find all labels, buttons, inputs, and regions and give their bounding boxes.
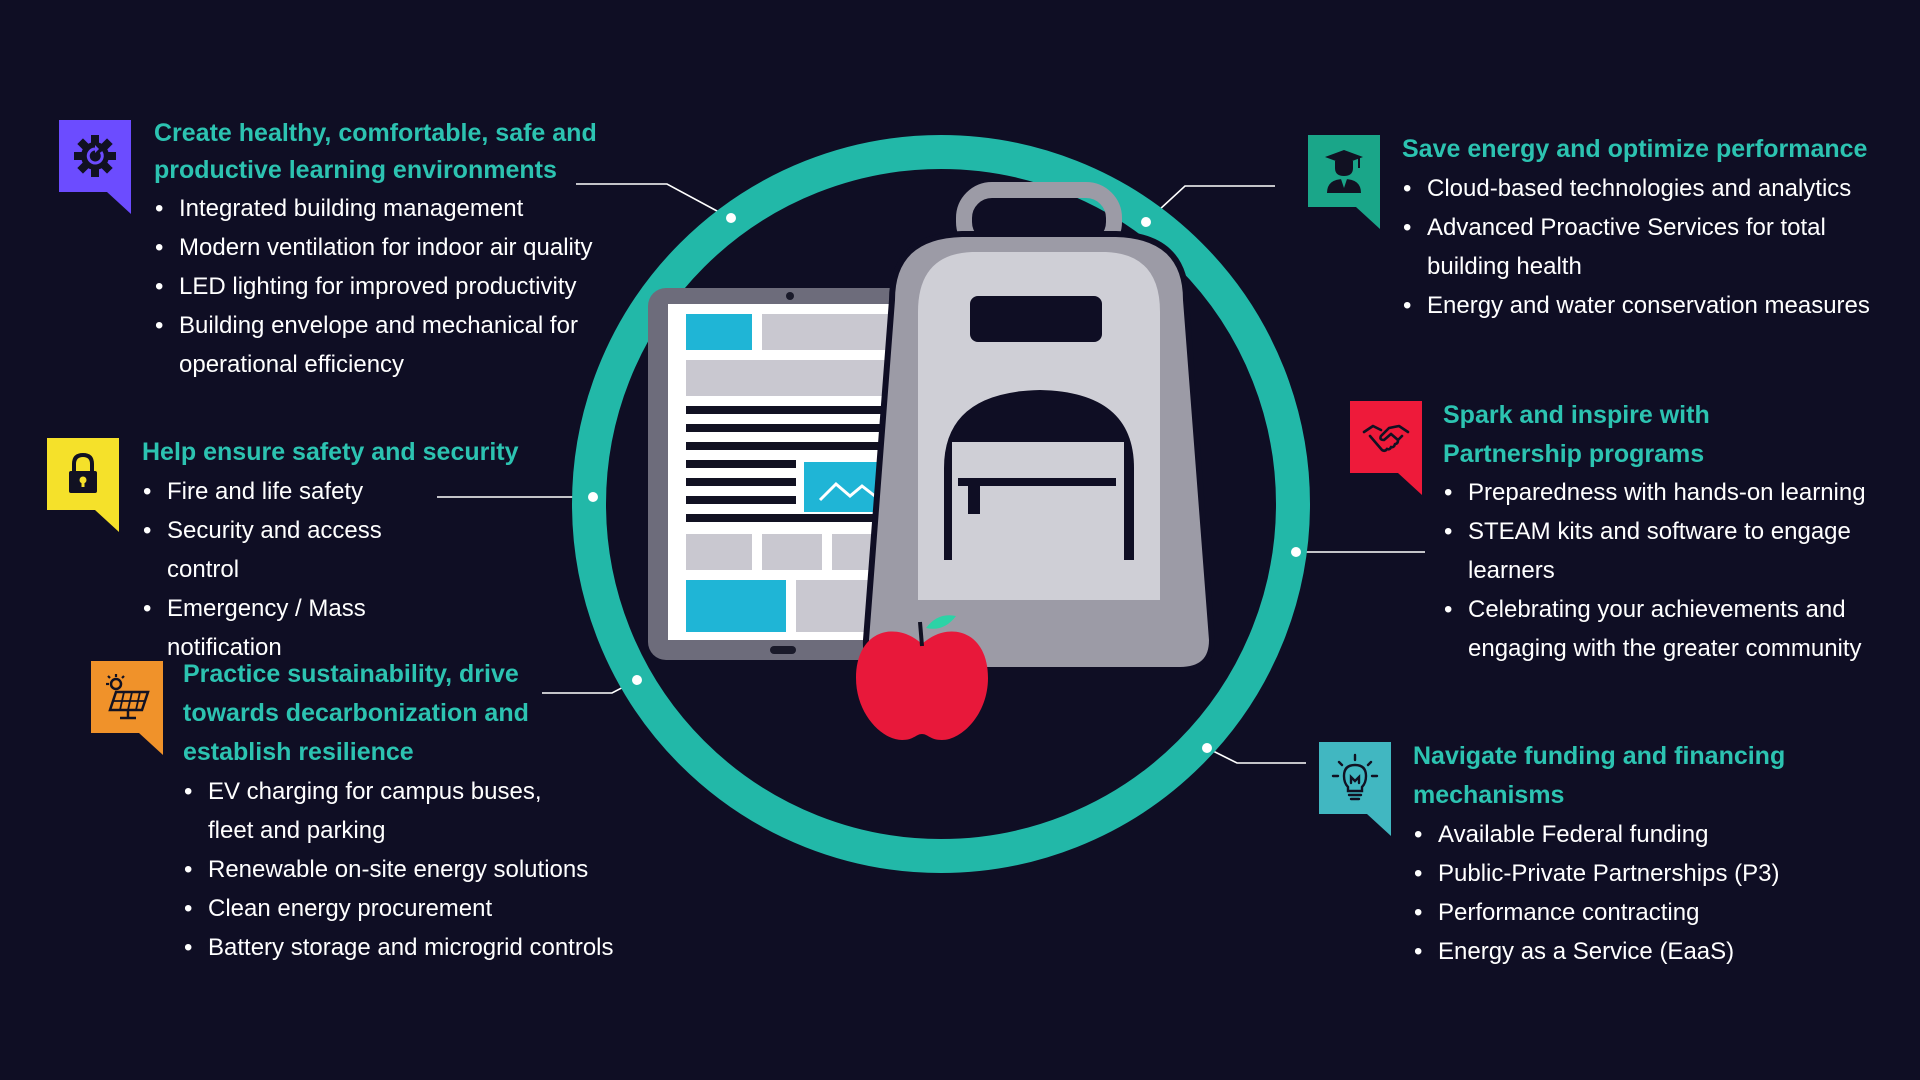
connector-dots — [588, 213, 1301, 753]
icon-box-funding — [1319, 742, 1391, 836]
list-item: Clean energy procurement — [184, 889, 624, 928]
block-funding-list: Available Federal funding Public-Private… — [1414, 815, 1834, 971]
center-ring — [572, 135, 1310, 873]
list-item: Performance contracting — [1414, 893, 1834, 932]
block-safety-list: Fire and life safety Security and access… — [143, 472, 443, 667]
apple-icon — [856, 615, 988, 740]
list-item: Public-Private Partnerships (P3) — [1414, 854, 1834, 893]
block-learning-list: Integrated building management Modern ve… — [155, 189, 625, 384]
list-item: Building envelope and mechanical for ope… — [155, 306, 619, 384]
icon-box-partnership — [1350, 401, 1422, 495]
connector-dot-learning — [726, 213, 736, 223]
block-funding-title: Navigate funding and financing mechanism… — [1413, 742, 1786, 809]
connector-funding — [1206, 747, 1306, 764]
block-partnership-title: Spark and inspire with Partnership progr… — [1443, 401, 1710, 468]
list-item: EV charging for campus buses, fleet and … — [184, 772, 548, 850]
block-sustainability-list: EV charging for campus buses, fleet and … — [184, 772, 624, 967]
list-item: Integrated building management — [155, 189, 625, 228]
gear-icon — [74, 135, 116, 177]
icon-box-energy — [1308, 135, 1380, 229]
block-energy-title: Save energy and optimize performance — [1402, 135, 1868, 163]
list-item: Modern ventilation for indoor air qualit… — [155, 228, 625, 267]
lightbulb-icon — [1331, 753, 1379, 801]
connector-learning — [576, 183, 731, 219]
padlock-icon — [69, 452, 97, 493]
handshake-icon — [1362, 424, 1410, 453]
backpack-icon — [862, 182, 1216, 673]
connector-dot-energy — [1141, 217, 1151, 227]
block-energy-list: Cloud-based technologies and analytics A… — [1403, 169, 1893, 325]
connector-dot-funding — [1202, 743, 1212, 753]
icon-box-sustainability — [91, 661, 163, 755]
list-item: LED lighting for improved productivity — [155, 267, 625, 306]
list-item: Advanced Proactive Services for total bu… — [1403, 208, 1857, 286]
connector-dot-sustainability — [632, 675, 642, 685]
icon-box-safety — [47, 438, 119, 532]
list-item: Fire and life safety — [143, 472, 443, 511]
icon-box-learning — [59, 120, 131, 214]
list-item: Security and access control — [143, 511, 443, 589]
block-sustainability-title: Practice sustainability, drive towards d… — [183, 660, 529, 766]
list-item: Available Federal funding — [1414, 815, 1834, 854]
block-learning-title: Create healthy, comfortable, safe and pr… — [154, 119, 597, 184]
list-item: Celebrating your achievements and engagi… — [1444, 590, 1918, 668]
list-item: Energy and water conservation measures — [1403, 286, 1893, 325]
list-item: Cloud-based technologies and analytics — [1403, 169, 1893, 208]
block-partnership-list: Preparedness with hands-on learning STEA… — [1444, 473, 1894, 668]
block-safety-title: Help ensure safety and security — [142, 438, 519, 466]
list-item: Renewable on-site energy solutions — [184, 850, 624, 889]
list-item: STEAM kits and software to engage learne… — [1444, 512, 1868, 590]
solar-panel-icon — [106, 674, 150, 720]
connector-dot-partnership — [1291, 547, 1301, 557]
list-item: Battery storage and microgrid controls — [184, 928, 624, 967]
list-item: Emergency / Mass notification — [143, 589, 443, 667]
graduate-icon — [1325, 150, 1363, 193]
list-item: Energy as a Service (EaaS) — [1414, 932, 1834, 971]
connector-dot-safety — [588, 492, 598, 502]
list-item: Preparedness with hands-on learning — [1444, 473, 1894, 512]
